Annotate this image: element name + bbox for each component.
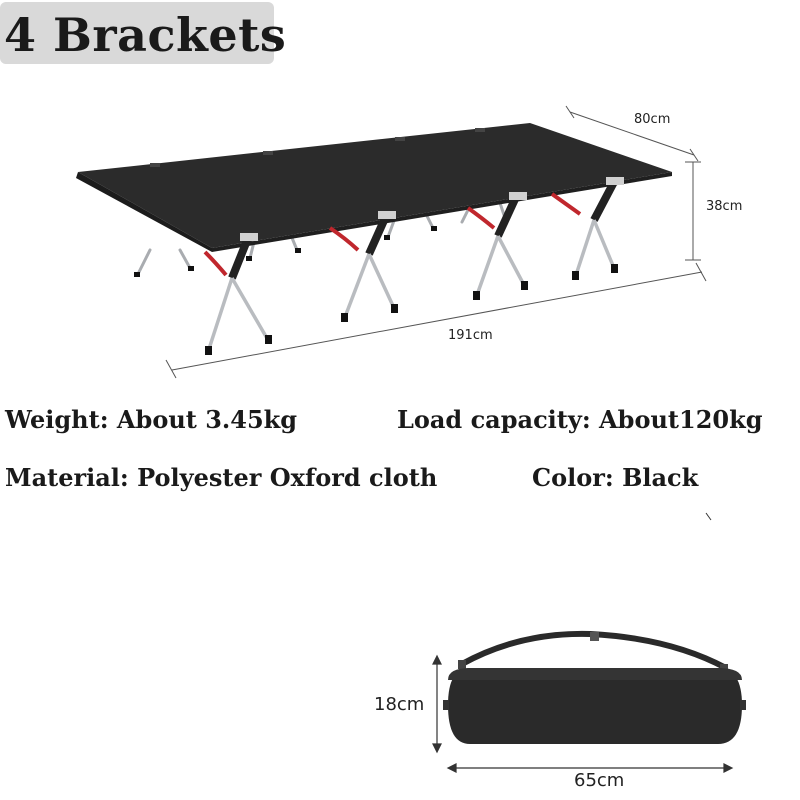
cot-fabric <box>78 123 672 248</box>
load-capacity-spec: Load capacity: About120kg <box>397 405 763 434</box>
bag-length-label: 65cm <box>574 770 625 791</box>
cot-height-label: 38cm <box>706 199 743 214</box>
cot-front-brackets <box>203 177 624 355</box>
bag-height-label: 18cm <box>374 694 425 715</box>
cot-dimension-lines <box>165 105 707 379</box>
material-spec: Material: Polyester Oxford cloth <box>5 463 438 492</box>
cot-back-feet <box>134 226 437 277</box>
weight-spec: Weight: About 3.45kg <box>5 405 298 434</box>
bag-dimension-lines <box>432 654 734 773</box>
color-spec: Color: Black <box>532 463 699 492</box>
title-badge: 4 Brackets <box>0 2 286 64</box>
cot-image <box>76 123 672 355</box>
cot-length-label: 191cm <box>448 328 493 343</box>
page-title: 4 Brackets <box>4 8 287 62</box>
carry-bag-image <box>443 630 746 744</box>
bag-body <box>448 668 742 744</box>
cot-width-label: 80cm <box>634 112 671 127</box>
